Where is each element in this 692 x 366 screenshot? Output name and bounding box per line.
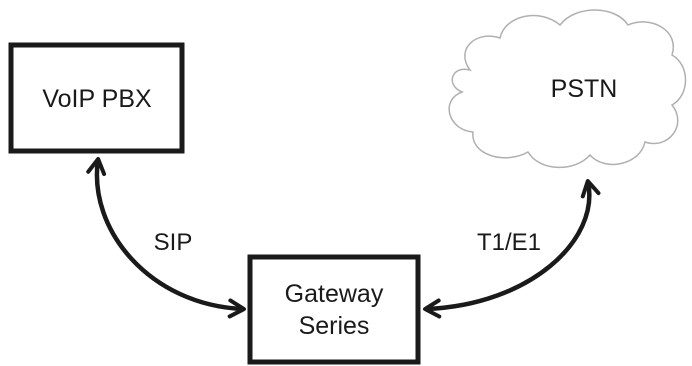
pbx-node: VoIP PBX [8, 42, 185, 154]
pbx-label: VoIP PBX [42, 85, 152, 113]
pbx-box [8, 42, 185, 154]
t1e1-connector [423, 179, 601, 319]
t1e1-label: T1/E1 [477, 229, 541, 256]
pstn-cloud [448, 9, 687, 169]
sip-link: SIP [86, 157, 246, 319]
sip-connector [86, 157, 246, 319]
gateway-label-line2: Series [299, 312, 370, 340]
gateway-box [247, 254, 421, 365]
sip-label: SIP [154, 229, 193, 256]
pstn-label: PSTN [551, 75, 618, 103]
gateway-label-line1: Gateway [285, 280, 384, 308]
t1e1-link: T1/E1 [423, 179, 601, 319]
pstn-node: PSTN [448, 9, 687, 169]
gateway-node: Gateway Series [247, 254, 421, 365]
